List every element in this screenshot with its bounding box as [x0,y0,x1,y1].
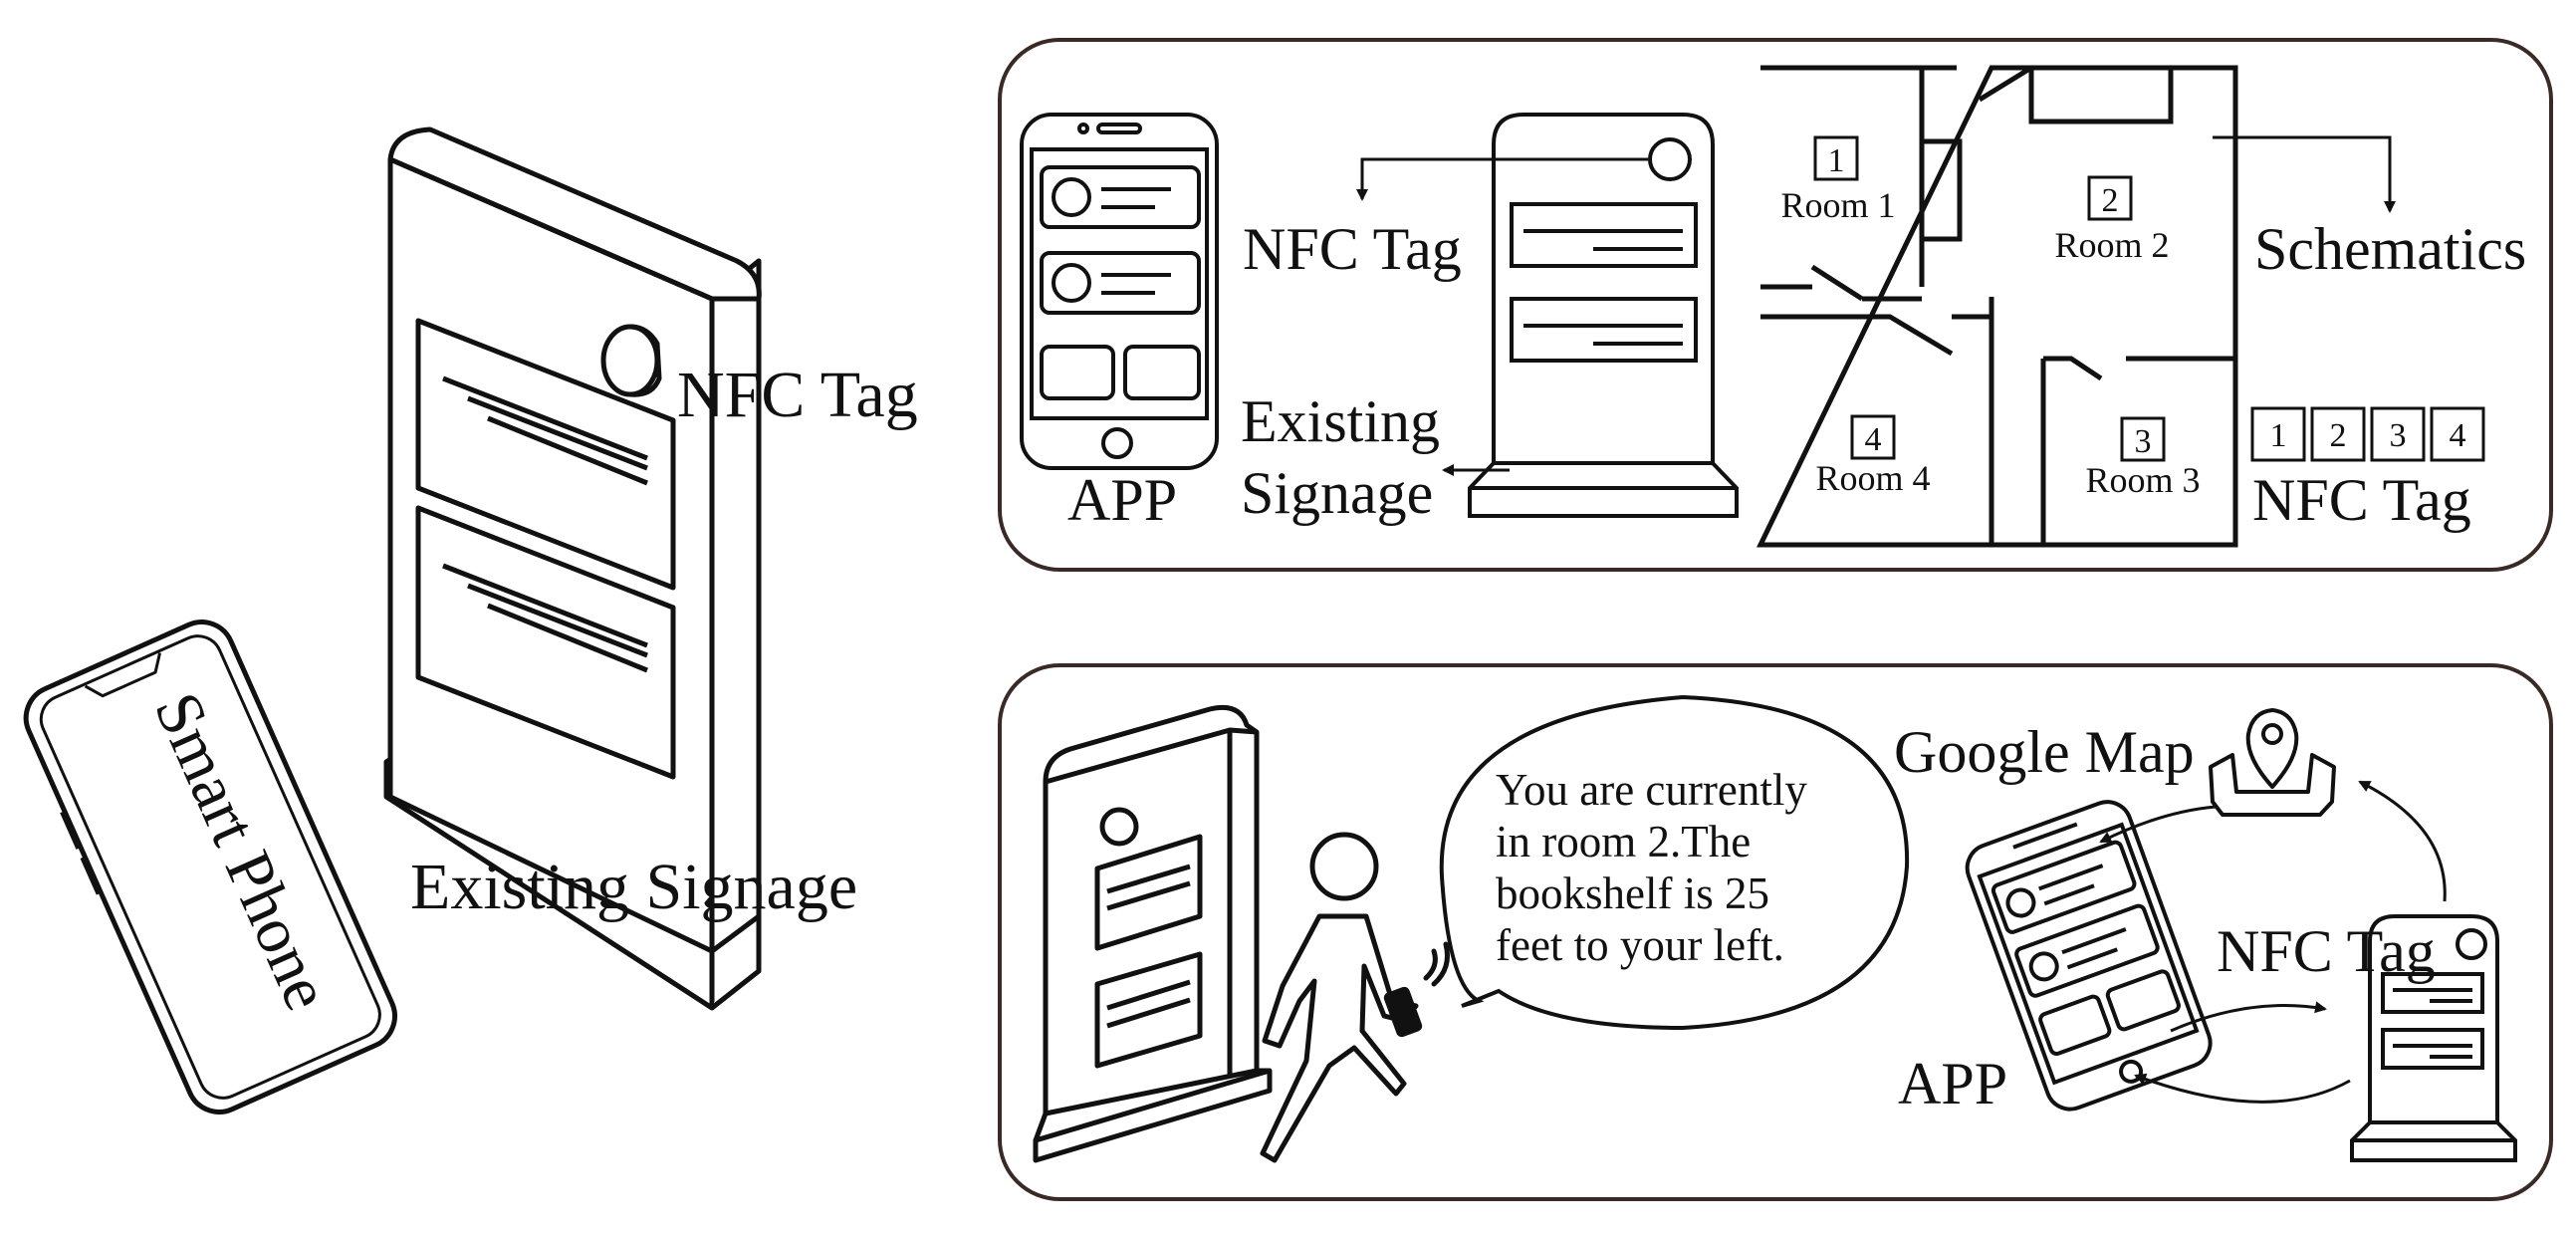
speech-bubble-text: You are currently in room 2.The bookshel… [1496,765,1807,970]
room-3-name: Room 3 [2085,460,2200,500]
room-2-name: Room 2 [2054,225,2169,265]
nfc-tag-boxes: 1 2 3 4 [2250,406,2485,462]
speech-bubble [1439,694,1910,1031]
google-map-icon [2209,708,2336,817]
tag-number-1: 1 [2270,417,2287,454]
bubble-line-4: feet to your left. [1496,920,1784,970]
schematics-label: Schematics [2254,216,2526,282]
schematics-arrow [2213,135,2396,213]
existing-signage-illustration [383,126,762,1011]
tag-number-3: 3 [2390,417,2407,454]
flow-arrows [2099,780,2447,1104]
room-2-number: 2 [2102,182,2119,219]
left-existing-signage-label: Existing Signage [410,851,857,923]
top-signage-label: Signage [1241,460,1433,526]
bottom-nfc-signage [2350,914,2517,1162]
google-map-label: Google Map [1894,719,2195,785]
floor-plan-schematic [1756,65,2238,548]
smart-phone-illustration: Smart Phone [23,619,397,1114]
left-nfc-tag-label: NFC Tag [677,359,918,431]
bottom-signage-illustration [1033,704,1273,1163]
nfc-to-app-arrow [1356,157,1648,201]
bubble-line-2: in room 2.The [1496,817,1751,867]
tag-number-4: 4 [2450,417,2466,454]
nfc-tag-row-label: NFC Tag [2252,467,2471,533]
top-nfc-tag-label: NFC Tag [1243,216,1462,282]
room-1-number: 1 [1828,142,1845,179]
room-1-name: Room 1 [1780,185,1895,225]
room-4-number: 4 [1865,421,1882,458]
bubble-line-1: You are currently [1496,765,1807,815]
top-existing-label: Existing [1241,388,1440,454]
top-app-label: APP [1067,467,1177,533]
bottom-nfc-tag-label: NFC Tag [2217,918,2436,984]
room-3-number: 3 [2135,423,2152,460]
room-4-name: Room 4 [1815,458,1930,498]
bottom-app-phone [1965,800,2213,1112]
top-signage-illustration [1468,113,1739,518]
tag-number-2: 2 [2330,417,2347,454]
bottom-app-label: APP [1898,1051,2007,1116]
app-phone-mockup [1020,113,1219,470]
top-panel-frame [998,38,2553,572]
bottom-panel-frame [998,663,2553,1201]
bubble-line-3: bookshelf is 25 [1496,868,1769,918]
room-labels: 1 Room 1 2 Room 2 3 Room 3 4 Room 4 [1780,135,2201,500]
walking-person-figure [1260,832,1450,1163]
